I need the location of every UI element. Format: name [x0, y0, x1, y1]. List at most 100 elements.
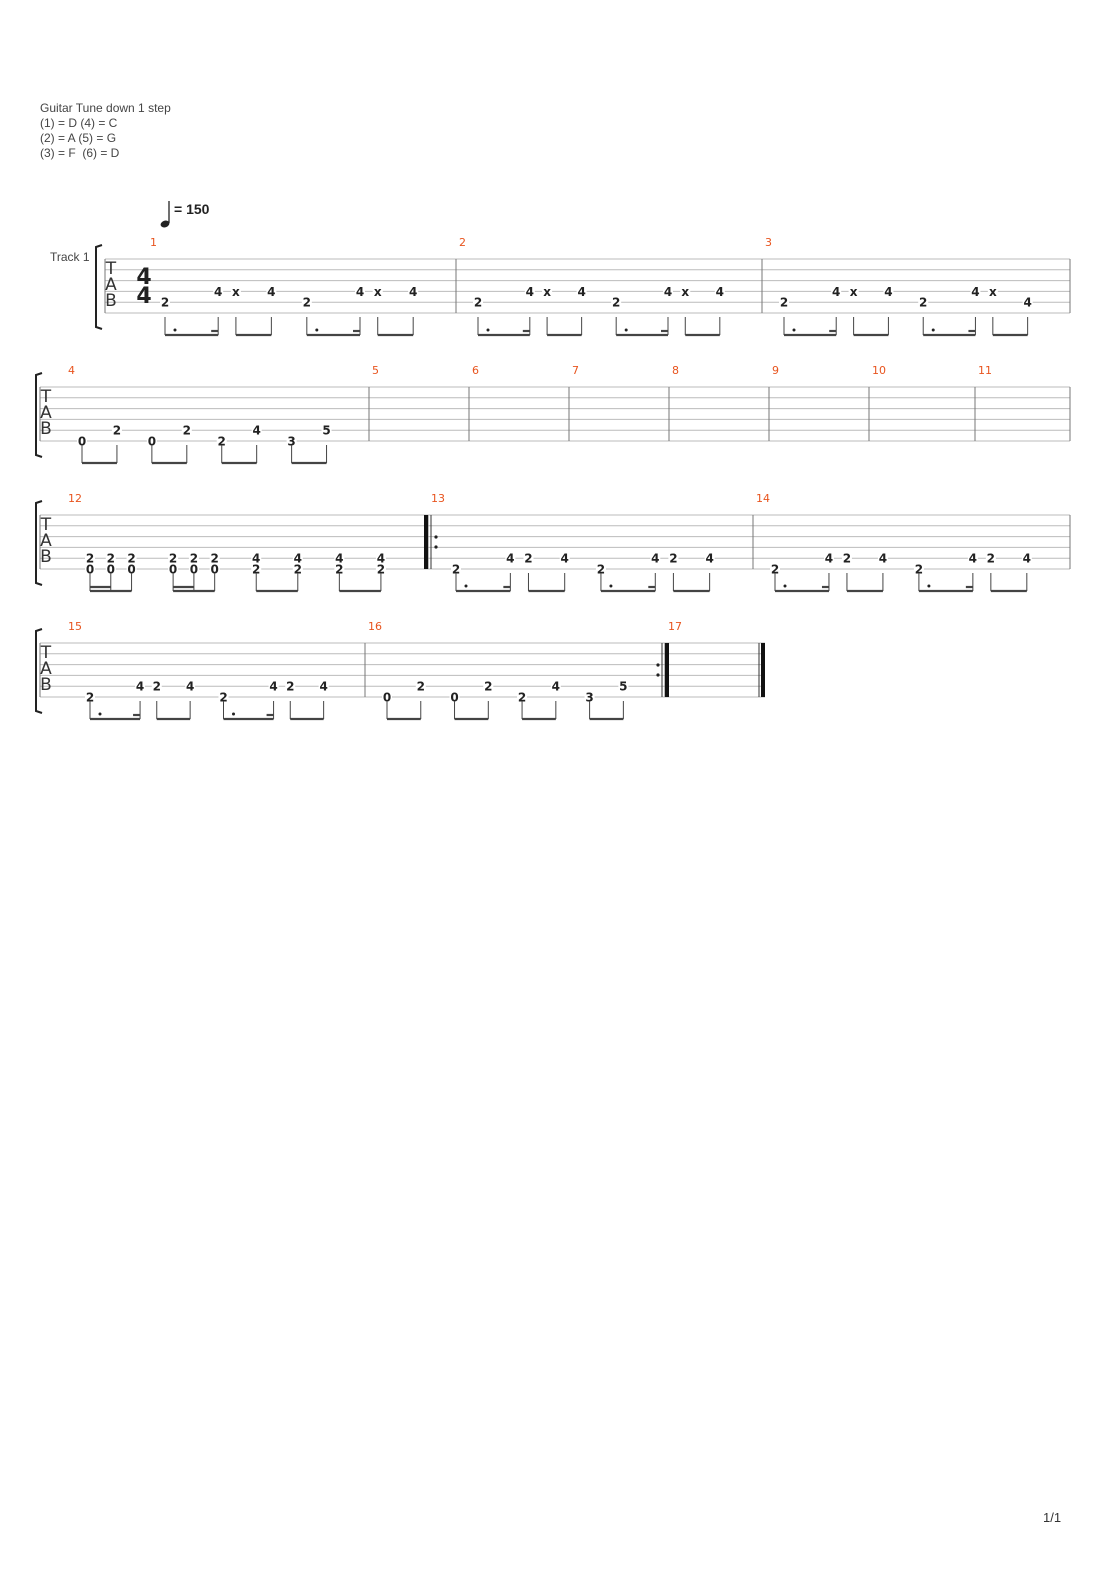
system-bracket: [35, 372, 43, 458]
fret-bg: [266, 285, 277, 297]
fret-number: 4: [319, 680, 327, 694]
fret-bg: [483, 680, 494, 692]
fret-number: 4: [664, 285, 672, 299]
measure-number: 14: [756, 492, 770, 505]
repeat-dot: [434, 535, 438, 539]
fret-number: 2: [452, 563, 460, 577]
fret-bg: [135, 680, 146, 692]
tab-clef-letter: T: [40, 643, 52, 663]
fret-bg: [213, 285, 224, 297]
fret-number: 2: [377, 563, 385, 577]
fret-bg: [668, 552, 679, 564]
fret-bg: [286, 435, 297, 446]
fret-number: 4: [971, 285, 979, 299]
fret-bg: [1021, 552, 1032, 564]
measure-number: 7: [572, 364, 579, 377]
rhythm-dot: [931, 328, 935, 332]
tab-clef-letter: T: [105, 259, 117, 279]
fret-number: 2: [219, 691, 227, 705]
fret-number: 2: [474, 296, 482, 310]
fret-bg: [126, 552, 137, 564]
fret-bg: [650, 552, 661, 564]
fret-bg: [779, 296, 789, 308]
fret-number: 4: [552, 680, 560, 694]
fret-number: 4: [1023, 296, 1031, 310]
fret-bg: [559, 552, 570, 564]
fret-bg: [301, 296, 312, 308]
fret-bg: [584, 691, 595, 702]
fret-bg: [160, 296, 170, 308]
rhythm-dot: [792, 328, 796, 332]
tab-clef-letter: T: [40, 515, 52, 535]
fret-bg: [449, 691, 460, 702]
fret-bg: [151, 680, 162, 692]
fret-number: 4: [705, 552, 713, 566]
measure-number: 12: [68, 492, 82, 505]
fret-bg: [188, 552, 199, 564]
fret-number: 2: [161, 296, 169, 310]
fret-number: 4: [1023, 552, 1031, 566]
fret-bg: [987, 285, 998, 297]
fret-bg: [517, 691, 528, 702]
rhythm-dot: [486, 328, 490, 332]
fret-bg: [105, 552, 116, 564]
fret-bg: [770, 563, 780, 574]
fret-number: 2: [113, 424, 121, 438]
fret-bg: [523, 552, 534, 564]
rhythm-dot: [783, 584, 787, 588]
tuning-line: (2) = A (5) = G: [40, 131, 117, 145]
fret-number: 2: [669, 552, 677, 566]
measure-number: 6: [472, 364, 479, 377]
fret-number: 0: [169, 563, 177, 577]
fret-number: 2: [86, 691, 94, 705]
fret-number: x: [232, 285, 240, 299]
fret-bg: [77, 435, 87, 446]
fret-bg: [375, 563, 386, 574]
fret-number: 2: [210, 552, 218, 566]
fret-bg: [85, 552, 95, 564]
fret-number: 3: [287, 435, 295, 449]
fret-number: 4: [716, 285, 724, 299]
tab-clef-letter: B: [40, 419, 52, 439]
fret-number: 2: [252, 563, 260, 577]
fret-number: 2: [86, 552, 94, 566]
fret-bg: [168, 563, 179, 574]
fret-number: 4: [879, 552, 887, 566]
fret-number: 2: [127, 552, 135, 566]
fret-number: 5: [619, 680, 627, 694]
quarter-note-icon: [160, 201, 170, 228]
rhythm-dot: [927, 584, 931, 588]
tempo-marking: = 150: [174, 201, 210, 217]
fret-number: 2: [335, 563, 343, 577]
fret-number: 2: [915, 563, 923, 577]
fret-number: 4: [214, 285, 222, 299]
fret-number: 2: [107, 552, 115, 566]
fret-number: 2: [169, 552, 177, 566]
fret-bg: [321, 424, 332, 436]
fret-bg: [372, 285, 383, 297]
fret-number: 4: [561, 552, 569, 566]
fret-number: 4: [377, 552, 385, 566]
tab-clef-letter: A: [40, 659, 52, 679]
fret-number: 2: [612, 296, 620, 310]
fret-number: x: [374, 285, 382, 299]
tab-clef-letter: A: [40, 531, 52, 551]
fret-bg: [85, 563, 95, 574]
fret-bg: [216, 435, 227, 446]
fret-bg: [188, 563, 199, 574]
tuning-line: (1) = D (4) = C: [40, 116, 118, 130]
fret-bg: [318, 680, 329, 692]
tuning-line: (3) = F (6) = D: [40, 146, 120, 160]
tab-clef-letter: B: [40, 675, 52, 695]
fret-bg: [181, 424, 192, 436]
fret-bg: [415, 680, 426, 692]
measure-number: 17: [668, 620, 682, 633]
tab-clef-letter: A: [40, 403, 52, 423]
fret-number: 4: [186, 680, 194, 694]
fret-number: x: [543, 285, 551, 299]
fret-bg: [85, 691, 95, 702]
tuning-info: Guitar Tune down 1 step (1) = D (4) = C …: [40, 101, 171, 161]
fret-number: 2: [987, 552, 995, 566]
fret-bg: [967, 552, 978, 564]
repeat-dot: [656, 673, 660, 677]
